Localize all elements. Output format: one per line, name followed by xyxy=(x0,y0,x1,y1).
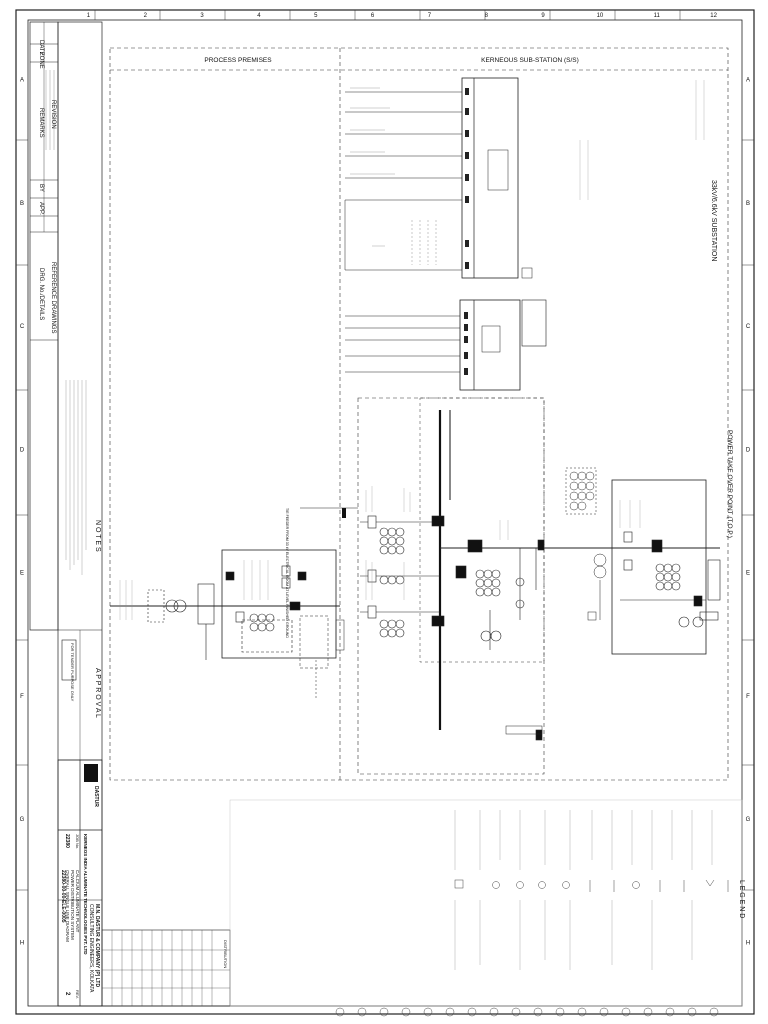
distribution-title: DISTRIBUTION xyxy=(223,940,228,968)
row-letter: G xyxy=(746,817,751,823)
row-letter: B xyxy=(746,201,750,207)
for-tender-stamp: FOR TENDER PURPOSE ONLY xyxy=(70,643,75,702)
lighting-db xyxy=(345,299,547,391)
column-number: 6 xyxy=(371,13,375,19)
job-number: 22380 xyxy=(64,834,70,848)
substation-title: 33kV/6.6kV SUBSTATION xyxy=(710,180,717,261)
by-label: BY xyxy=(38,184,44,192)
row-letter: C xyxy=(746,324,751,330)
process-premises-label: PROCESS PREMISES xyxy=(204,57,272,64)
power-takeover-label: POWER TAKE OVER POINT (T.O.P.) xyxy=(726,430,733,538)
incomer-panel-left xyxy=(110,549,340,660)
notes-title: N O T E S xyxy=(94,520,101,552)
row-letter: H xyxy=(746,940,750,946)
row-letter: C xyxy=(20,324,25,330)
row-letter: F xyxy=(20,694,24,700)
column-number: 5 xyxy=(314,13,318,19)
column-number: 3 xyxy=(200,13,204,19)
drg-no-label: DRG. No./DETAILS xyxy=(38,268,44,320)
row-letter: D xyxy=(746,447,751,453)
relay-panel xyxy=(335,619,345,651)
distribution-table: DISTRIBUTION xyxy=(101,929,231,1007)
single-line-diagram: PROCESS PREMISES KERNEOUS SUB-STATION (S… xyxy=(109,47,733,781)
row-letter: A xyxy=(20,78,24,84)
substation-header-label: KERNEOUS SUB-STATION (S/S) xyxy=(481,57,579,64)
grid-ticks xyxy=(16,10,754,891)
revision-label: REVISION xyxy=(50,100,56,129)
remarks-label: REMARKS xyxy=(38,108,44,138)
column-number: 10 xyxy=(597,13,604,19)
job-no-label: JOB No. xyxy=(75,834,80,849)
legend-title: L E G E N D xyxy=(738,880,745,918)
row-letter: E xyxy=(20,571,24,577)
row-letters: A A B B C C D D E E F F G G H H xyxy=(20,78,751,947)
company-subtitle: CONSULTING ENGINEERS, KOLKATA xyxy=(88,904,94,993)
project-line2: POWER DISTRIBUTION SYSTEM xyxy=(70,870,75,940)
feeder-group-upper xyxy=(360,515,445,638)
column-number: 8 xyxy=(485,13,489,19)
metering-group xyxy=(565,467,607,621)
row-letter: D xyxy=(20,447,25,453)
project-line3: OVERALL SINGLE LINE DIAGRAM xyxy=(65,870,70,942)
lt-feeder-board xyxy=(344,77,533,279)
row-letter: H xyxy=(20,940,24,946)
incoming-panel-right xyxy=(600,479,721,655)
feeder-group-right xyxy=(440,539,600,741)
drawing-number: 22380-00-00-ELE-0005 xyxy=(60,870,66,923)
row-letter: G xyxy=(20,817,25,823)
approval-title: A P P R O V A L xyxy=(94,668,101,718)
inner-border xyxy=(27,19,743,1007)
row-letter: B xyxy=(20,201,24,207)
tie-feeder-note: TIE FEEDER FROM 33 kV ELECTRICAL ROOM AT… xyxy=(285,508,289,638)
column-number: 4 xyxy=(257,13,261,19)
dastur-logo-icon xyxy=(84,764,98,782)
column-number: 1 xyxy=(87,13,91,19)
date-label: DATE xyxy=(38,40,44,56)
row-letter: A xyxy=(746,78,750,84)
legend: L E G E N D xyxy=(229,799,745,1017)
column-number: 9 xyxy=(541,13,545,19)
title-block: DASTUR M.N. DASTUR & COMPANY (P) LTD CON… xyxy=(57,759,103,1007)
column-number: 11 xyxy=(654,13,661,19)
bottom-panel-box xyxy=(505,725,543,735)
project-line1: CALCIUM ALUMINATE PLANT xyxy=(75,870,80,933)
rev-label: REV. xyxy=(75,990,80,999)
row-letter: F xyxy=(746,694,750,700)
column-number: 2 xyxy=(144,13,148,19)
reference-drawings-label: REFERENCE DRAWINGS xyxy=(50,262,56,333)
company-name: M.N. DASTUR & COMPANY (P) LTD xyxy=(94,904,100,987)
client-name: KERNEOS INDIA ALUMINATE TECHNOLOGIES PVT… xyxy=(83,834,88,955)
outer-border xyxy=(15,9,755,1015)
rev-number: 2 xyxy=(64,992,70,996)
row-letter: E xyxy=(746,571,750,577)
column-number: 12 xyxy=(710,13,717,19)
zone-label: ZONE xyxy=(38,52,44,69)
app-label: APP. xyxy=(38,202,44,215)
column-number: 7 xyxy=(428,13,432,19)
revision-block: DATE ZONE REMARKS BY APP. REVISION DRG. … xyxy=(29,21,59,631)
dastur-logo-text: DASTUR xyxy=(93,786,99,807)
